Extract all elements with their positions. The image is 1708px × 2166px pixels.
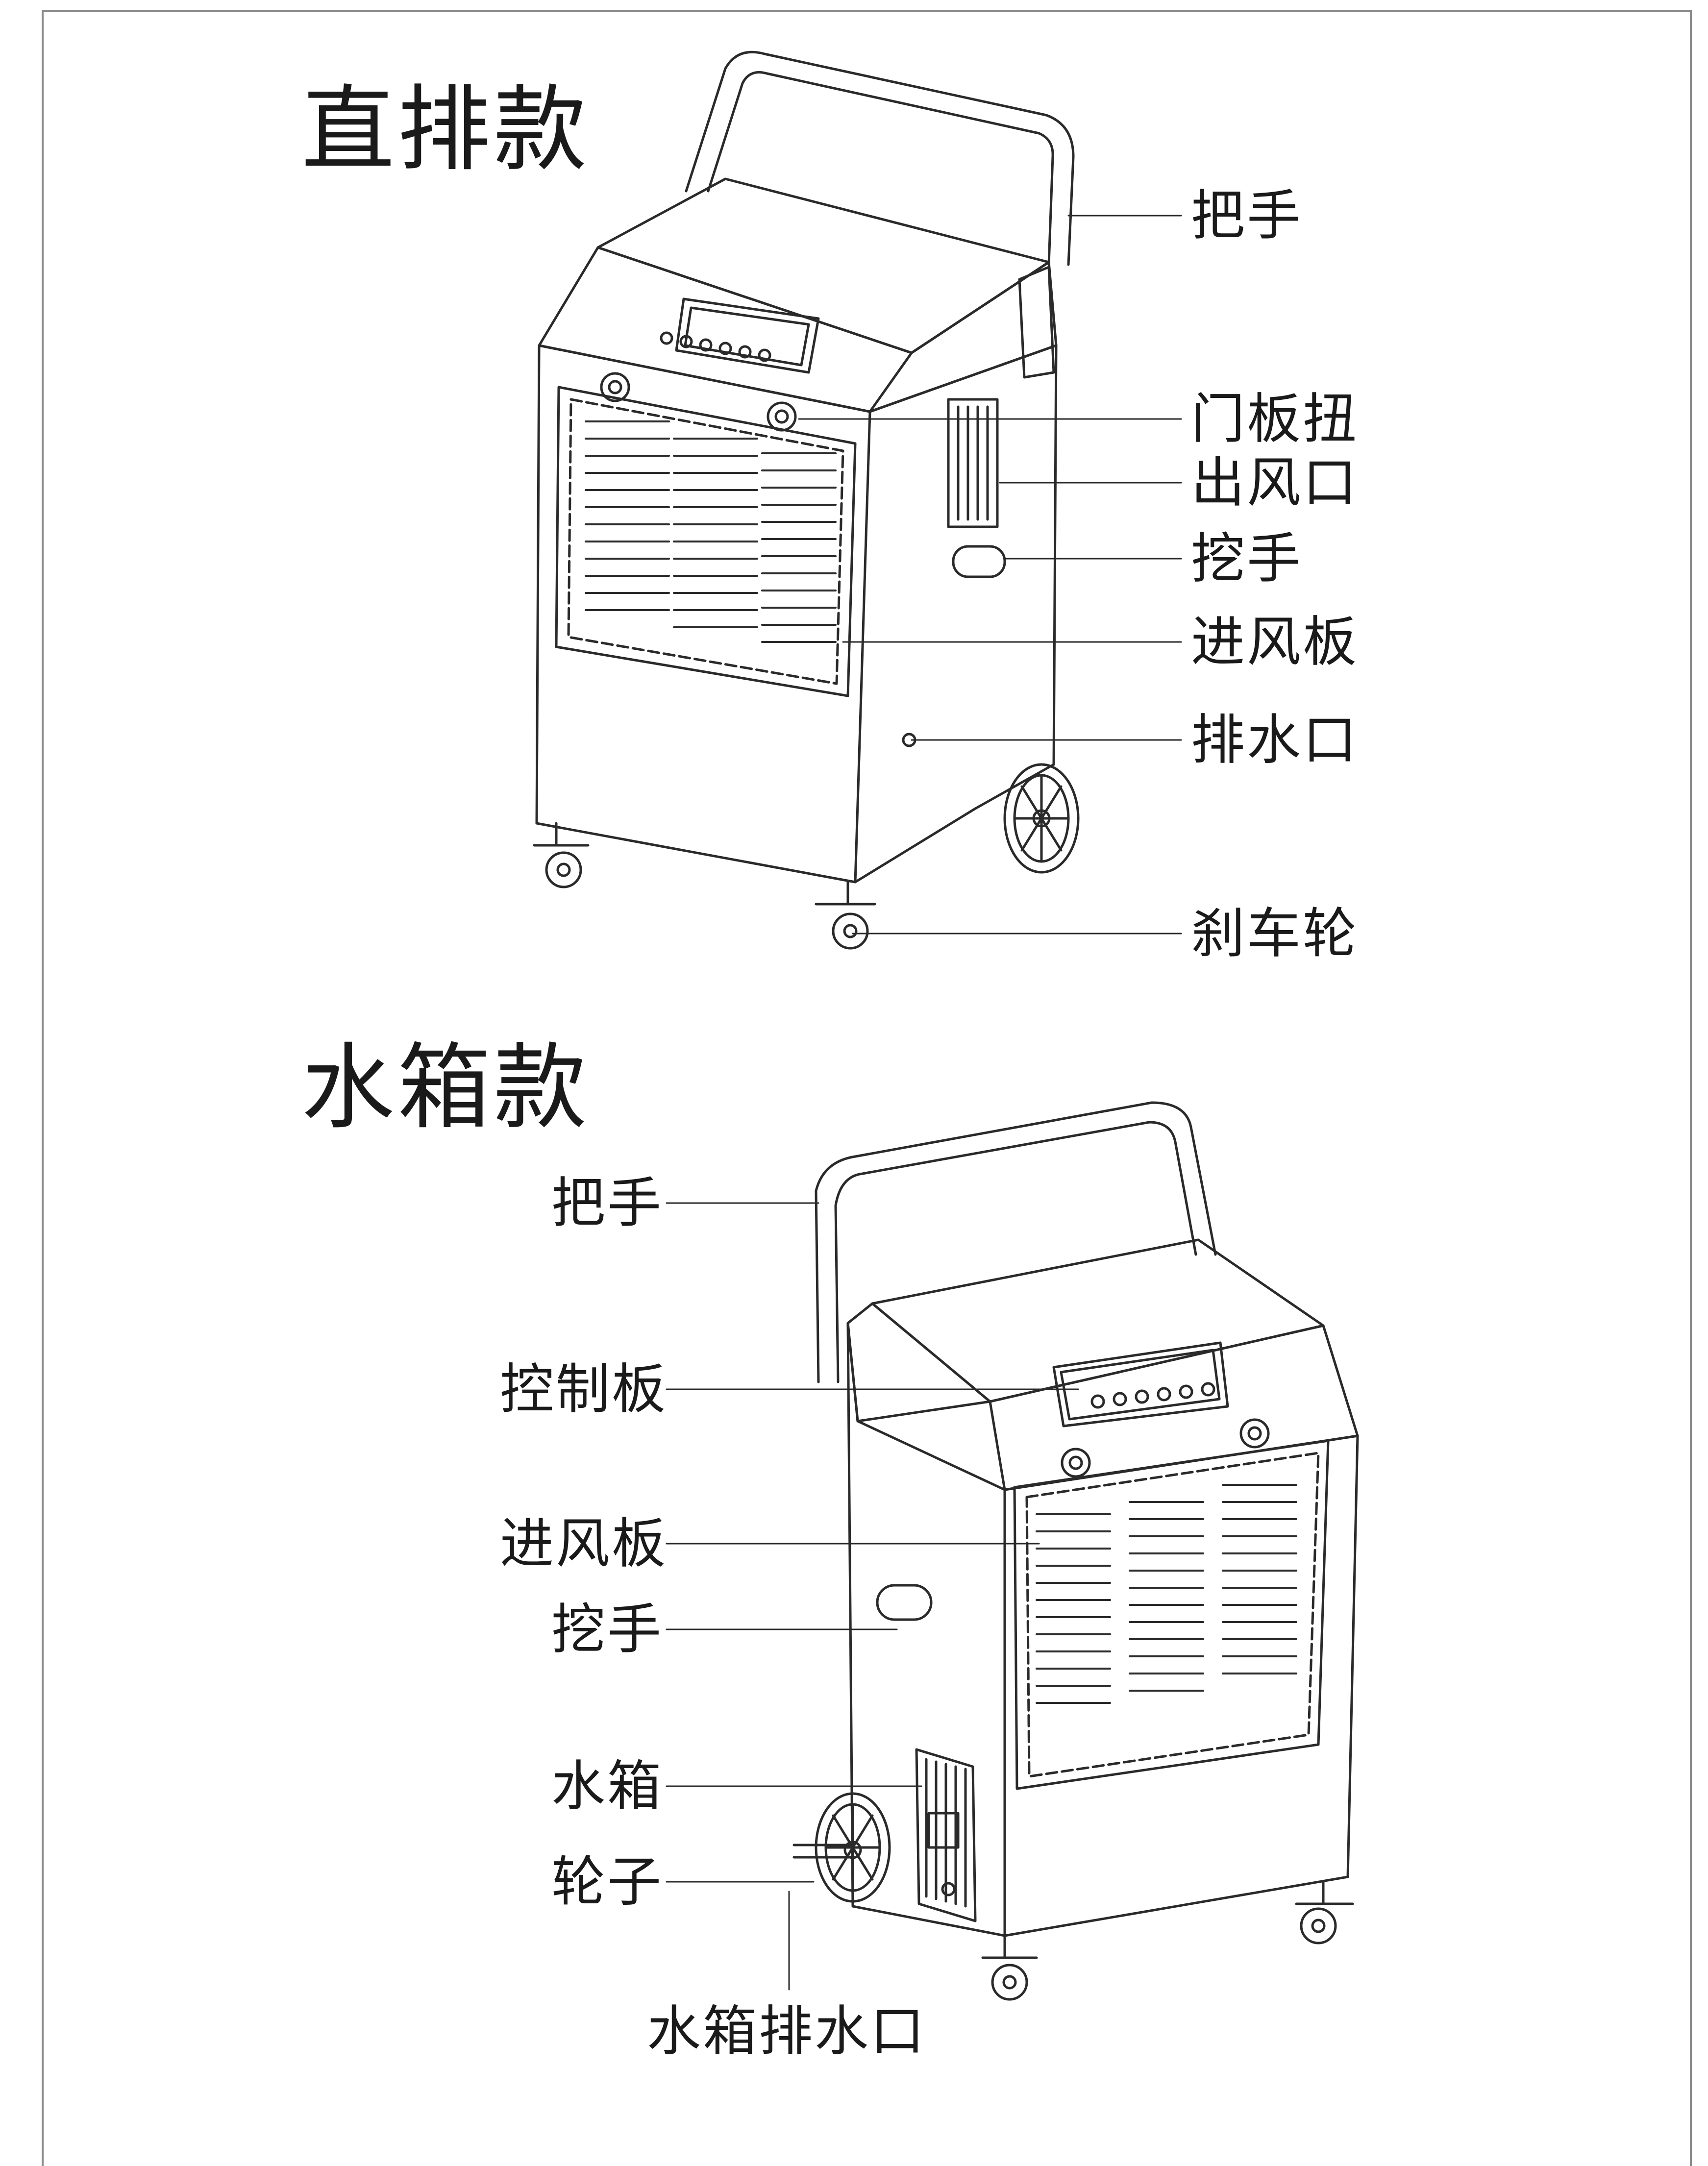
- control-buttons: [660, 331, 771, 362]
- section-title-direct: 直排款: [301, 75, 590, 184]
- label-air-outlet: 出风口: [1191, 451, 1359, 514]
- top-lid: [596, 177, 1050, 354]
- dehumidifier-tank-drawing: [792, 1101, 1359, 2001]
- water-tank: [915, 1748, 977, 1922]
- handle: [815, 1101, 1217, 1383]
- side-grip: [952, 545, 1006, 578]
- page-frame: [42, 10, 1692, 2166]
- section-title-tank: 水箱款: [301, 1034, 590, 1142]
- control-face: [538, 246, 913, 413]
- label-intake-panel: 进风板: [500, 1512, 668, 1575]
- label-drain-outlet: 排水口: [1191, 709, 1359, 771]
- side-grip: [876, 1584, 933, 1621]
- label-wheel: 轮子: [551, 1850, 663, 1913]
- label-tank-drain: 水箱排水口: [647, 2000, 926, 2063]
- air-outlet-grille: [947, 398, 999, 528]
- control-screen: [1052, 1341, 1229, 1428]
- dehumidifier-direct-drawing: [533, 50, 1080, 950]
- tank-leader-lines: [666, 1202, 1079, 1991]
- intake-panel: [555, 386, 857, 697]
- casters: [981, 1880, 1354, 2001]
- intake-louvres: [585, 420, 837, 643]
- control-buttons: [1090, 1382, 1215, 1409]
- control-screen: [675, 297, 820, 374]
- label-handle: 把手: [551, 1172, 663, 1234]
- rear-wheel: [1003, 763, 1080, 874]
- front-body: [535, 344, 871, 884]
- label-intake-panel: 进风板: [1191, 611, 1359, 673]
- front-casters: [533, 822, 876, 950]
- intake-louvres: [1036, 1484, 1297, 1704]
- intake-panel: [1013, 1439, 1330, 1790]
- direct-leader-lines: [798, 215, 1182, 935]
- label-grip: 挖手: [1191, 527, 1303, 590]
- side-body: [854, 344, 1058, 884]
- door-knobs: [1061, 1418, 1270, 1478]
- label-control-panel: 控制板: [500, 1358, 668, 1421]
- label-water-tank: 水箱: [551, 1755, 663, 1818]
- handle: [685, 50, 1075, 266]
- label-handle: 把手: [1191, 184, 1303, 247]
- label-brake-wheel: 刹车轮: [1191, 902, 1359, 965]
- label-grip: 挖手: [551, 1598, 663, 1661]
- label-door-knob: 门板扭: [1191, 388, 1359, 450]
- wheel: [792, 1792, 891, 1903]
